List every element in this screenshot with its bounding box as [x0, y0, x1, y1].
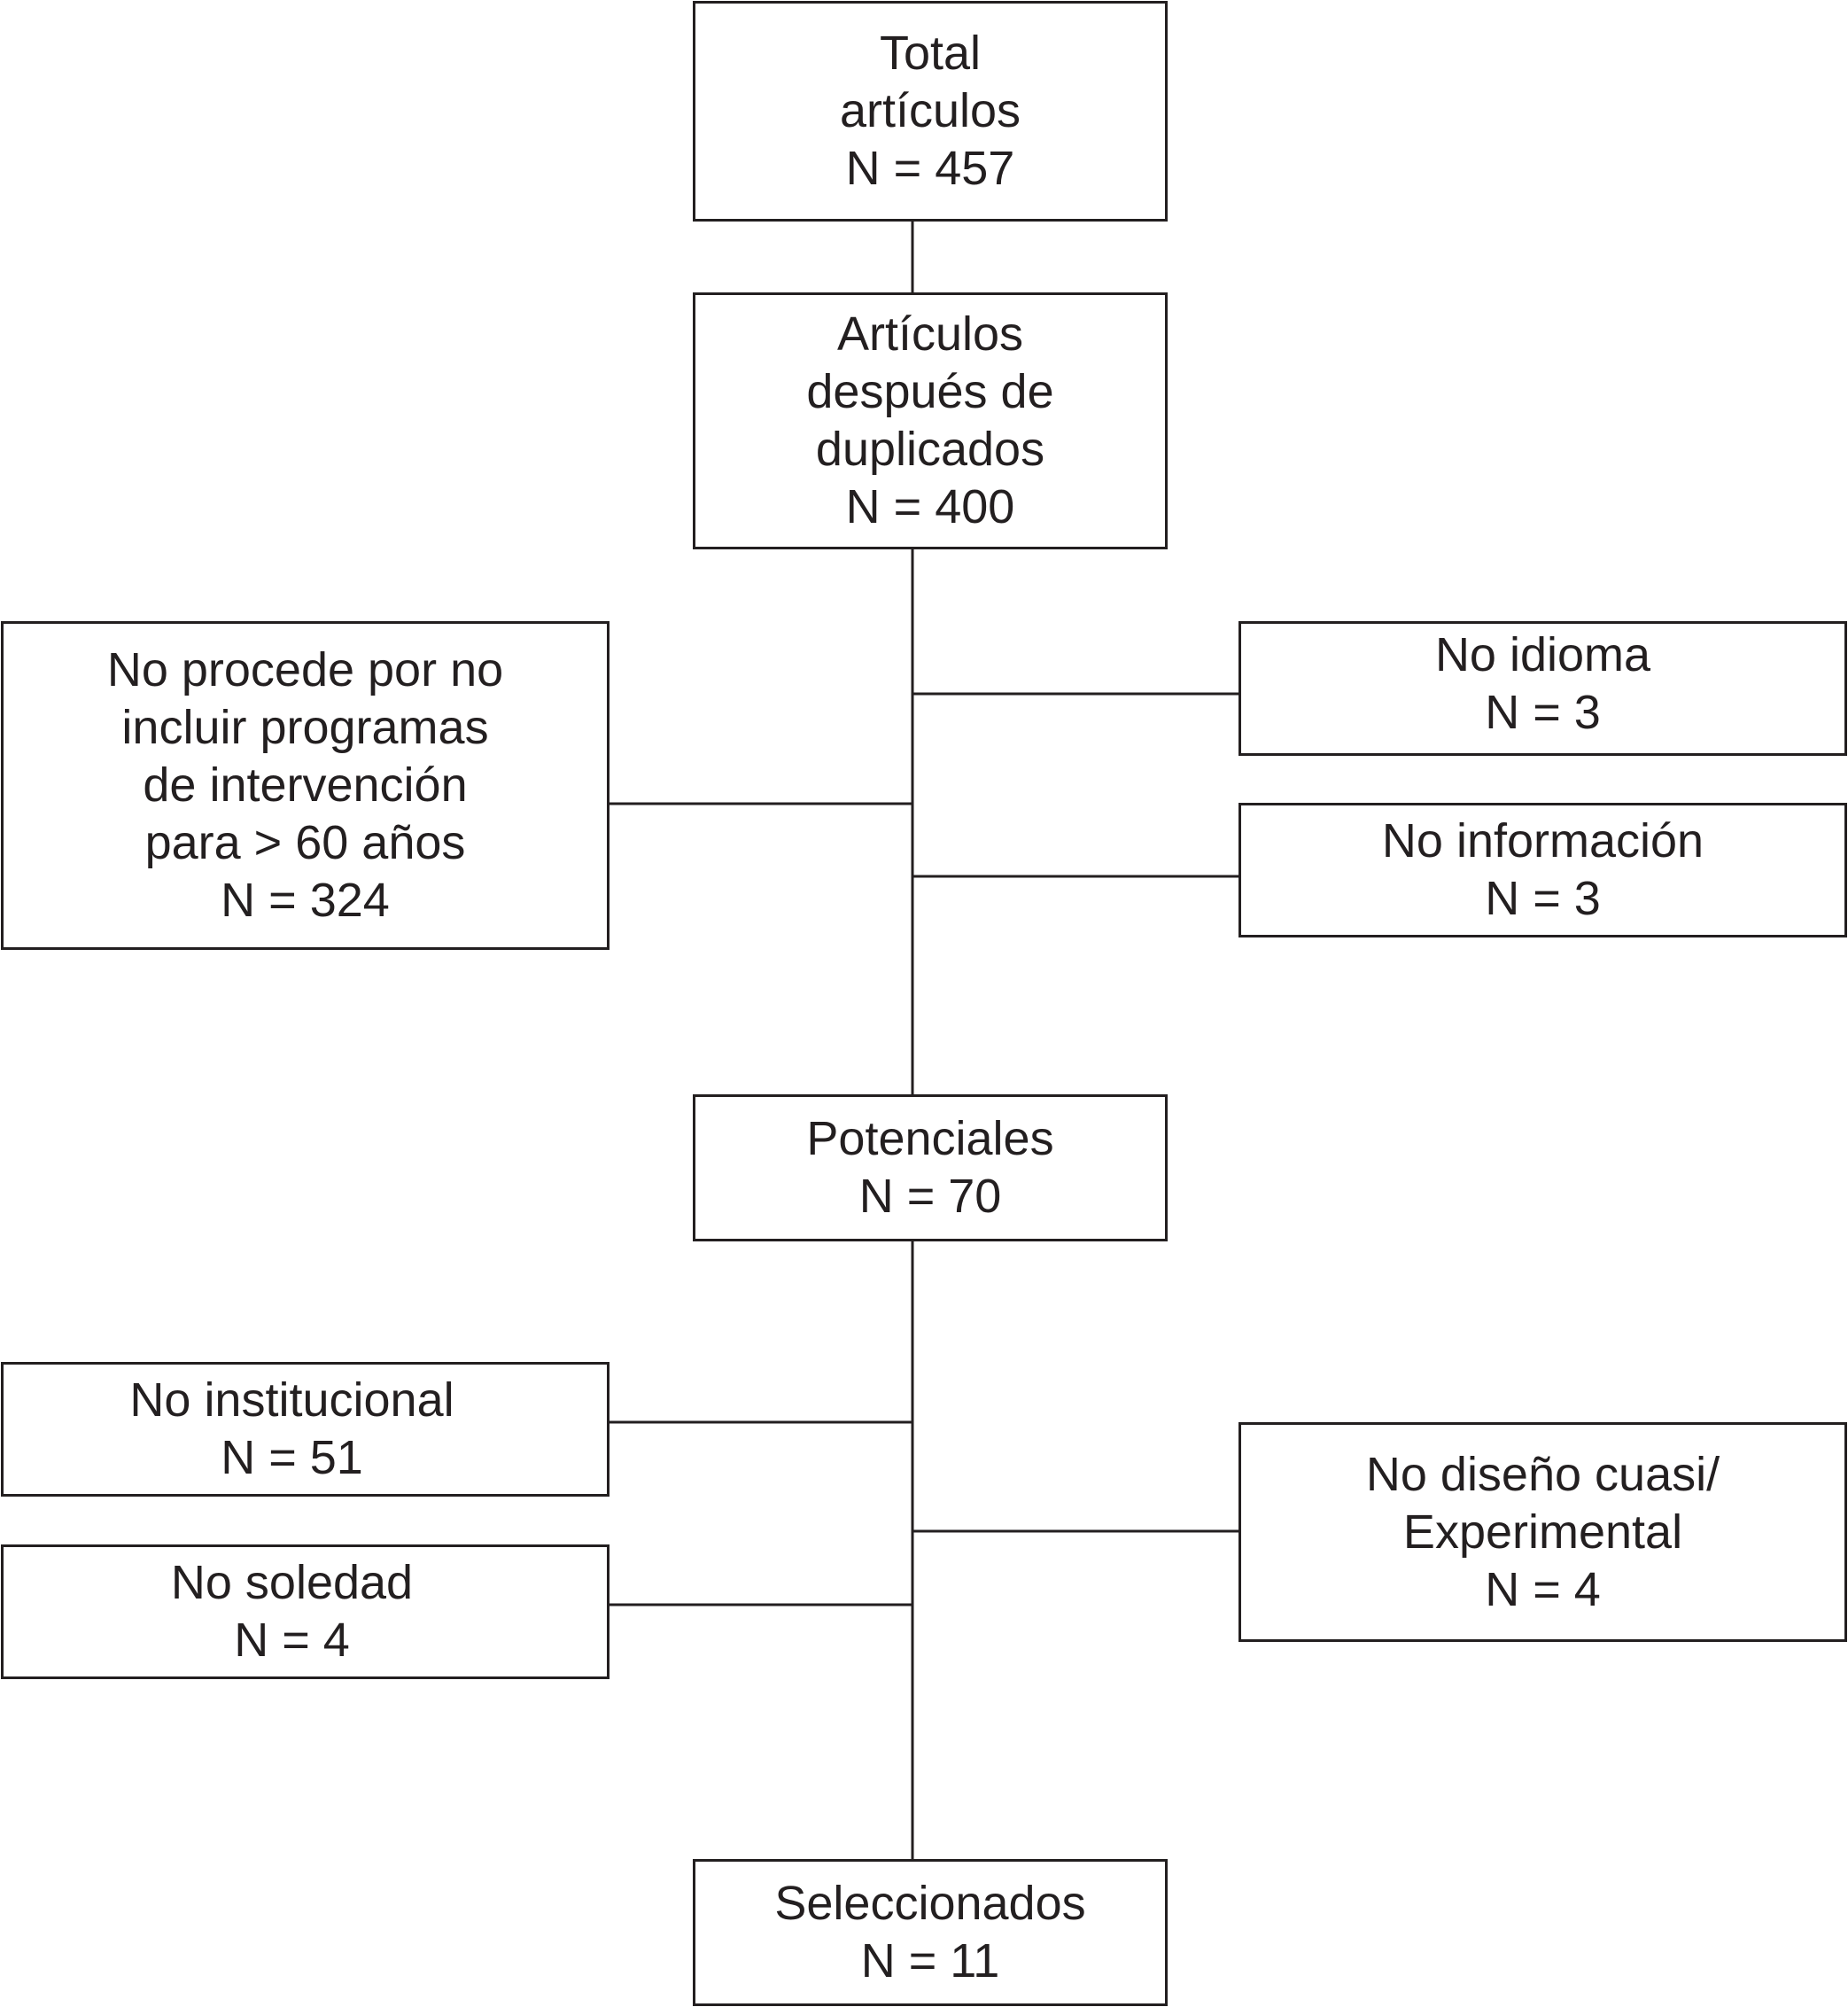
box-count: N = 324 [221, 874, 390, 927]
box-label-line: Total [879, 27, 982, 80]
box-no-diseno-cuasi-experimental: No diseño cuasi/ Experimental N = 4 [1238, 1422, 1847, 1642]
box-label-line: duplicados [815, 423, 1045, 476]
box-label-line: No diseño cuasi/ [1365, 1447, 1720, 1501]
box-label-line: Potenciales [806, 1112, 1054, 1165]
box-label-line: de intervención [143, 758, 468, 812]
box-no-soledad: No soledad N = 4 [1, 1544, 610, 1679]
box-no-informacion: No información N = 3 [1238, 803, 1847, 937]
box-articulos-despues-duplicados: Artículos después de duplicados N = 400 [693, 292, 1168, 549]
box-no-procede: No procede por no incluir programas de i… [1, 621, 610, 950]
box-label-line: Seleccionados [774, 1877, 1086, 1930]
box-count: N = 70 [858, 1170, 1002, 1223]
box-count: N = 3 [1485, 872, 1601, 925]
box-label-line: Artículos [836, 307, 1024, 361]
box-count: N = 400 [845, 480, 1015, 533]
box-no-idioma: No idioma N = 3 [1238, 621, 1847, 756]
box-seleccionados: Seleccionados N = 11 [693, 1859, 1168, 2006]
box-total-articulos: Total artículos N = 457 [693, 1, 1168, 222]
box-count: N = 4 [234, 1614, 350, 1667]
box-potenciales: Potenciales N = 70 [693, 1094, 1168, 1241]
box-label-line: para > 60 años [144, 816, 466, 869]
box-label-line: No idioma [1434, 628, 1651, 681]
box-label-line: incluir programas [121, 701, 489, 754]
box-no-institucional: No institucional N = 51 [1, 1362, 610, 1497]
box-count: N = 457 [845, 142, 1015, 195]
box-count: N = 3 [1485, 686, 1601, 739]
box-label-line: después de [806, 365, 1054, 418]
box-count: N = 4 [1485, 1562, 1601, 1616]
box-label-line: No información [1381, 814, 1704, 867]
box-label-line: No soledad [170, 1556, 414, 1609]
box-label-line: artículos [839, 84, 1021, 137]
box-count: N = 11 [860, 1934, 1000, 1988]
box-label-line: No institucional [129, 1373, 454, 1427]
box-label-line: No procede por no [106, 643, 504, 696]
box-label-line: Experimental [1402, 1505, 1683, 1559]
box-count: N = 51 [221, 1431, 363, 1484]
